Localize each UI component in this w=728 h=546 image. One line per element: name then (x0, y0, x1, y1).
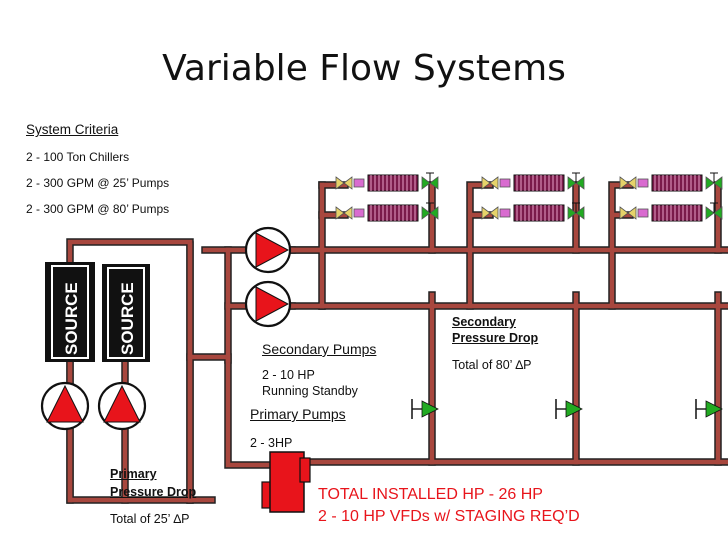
secondary-pump-1 (244, 226, 292, 274)
secondary-drop-heading: Pressure Drop (452, 331, 539, 345)
criteria-item: 2 - 300 GPM @ 25’ Pumps (26, 176, 170, 190)
secondary-drop-value: Total of 80’ ∆P (452, 358, 532, 372)
source-label: SOURCE (62, 282, 81, 355)
coil-assembly (620, 173, 722, 191)
primary-drop-heading: Pressure Drop (110, 485, 197, 499)
coil-assembly (620, 203, 722, 221)
source-chiller-1: SOURCE (45, 262, 95, 362)
criteria-item: 2 - 300 GPM @ 80’ Pumps (26, 202, 170, 216)
secondary-pumps-mode: Running Standby (262, 384, 358, 398)
primary-pumps-heading: Primary Pumps (250, 406, 346, 422)
secondary-pump-2 (244, 280, 292, 328)
coil-assembly (482, 173, 584, 191)
source-label: SOURCE (118, 282, 137, 355)
primary-pumps-count: 2 - 3HP (250, 436, 293, 450)
coil-assembly (336, 173, 438, 191)
secondary-pumps-heading: Secondary Pumps (262, 341, 377, 357)
source-chiller-2: SOURCE (102, 264, 150, 362)
primary-pump-2 (97, 381, 147, 431)
secondary-drop-heading: Secondary (452, 315, 516, 329)
page-title: Variable Flow Systems (162, 48, 566, 89)
primary-drop-value: Total of 25’ ∆P (110, 512, 190, 526)
coil-assembly (482, 203, 584, 221)
coil-assembly (336, 203, 438, 221)
vfd-staging-note: 2 - 10 HP VFDs w/ STAGING REQ’D (318, 508, 580, 525)
secondary-pumps-count: 2 - 10 HP (262, 368, 315, 382)
criteria-item: 2 - 100 Ton Chillers (26, 150, 130, 164)
primary-drop-heading: Primary (110, 467, 157, 481)
system-criteria-heading: System Criteria (26, 122, 119, 137)
primary-pump-1 (40, 381, 90, 431)
total-installed-hp: TOTAL INSTALLED HP - 26 HP (318, 486, 543, 503)
vfd-unit (261, 451, 311, 513)
